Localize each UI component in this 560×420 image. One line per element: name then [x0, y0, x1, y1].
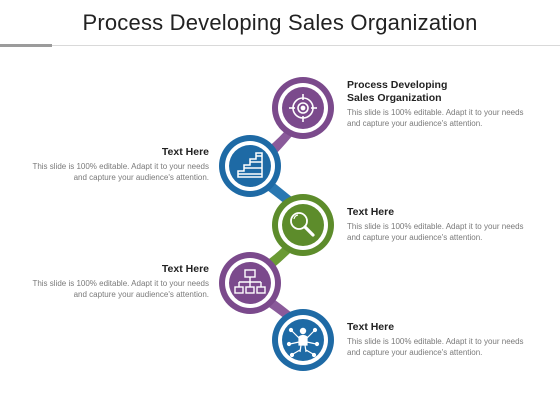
step-2-text: Text Here This slide is 100% editable. A… [24, 146, 209, 183]
title-accent-bar [0, 44, 52, 47]
magnifier-icon [290, 212, 315, 237]
step-1-text: Process Developing Sales Organization Th… [347, 79, 532, 129]
step-5-heading: Text Here [347, 321, 395, 333]
title-divider [0, 45, 560, 46]
target-icon [289, 94, 317, 122]
stairs-icon [237, 152, 263, 178]
network-person-icon [286, 327, 320, 358]
page-title: Process Developing Sales Organization [82, 10, 478, 35]
org-chart-icon [234, 269, 266, 294]
step-3-node [272, 194, 334, 256]
step-4-heading: Text Here [161, 263, 209, 275]
step-1-node [272, 77, 334, 139]
step-3-heading: Text Here [347, 206, 395, 218]
step-4-description: This slide is 100% editable. Adapt it to… [32, 279, 209, 299]
step-1-description: This slide is 100% editable. Adapt it to… [347, 108, 524, 128]
step-3-description: This slide is 100% editable. Adapt it to… [347, 222, 524, 242]
step-4-node [219, 252, 281, 314]
step-5-description: This slide is 100% editable. Adapt it to… [347, 337, 524, 357]
step-3-text: Text Here This slide is 100% editable. A… [347, 206, 532, 243]
step-2-description: This slide is 100% editable. Adapt it to… [32, 162, 209, 182]
step-5-node [272, 309, 334, 371]
step-5-text: Text Here This slide is 100% editable. A… [347, 321, 532, 358]
step-4-text: Text Here This slide is 100% editable. A… [24, 263, 209, 300]
step-2-node [219, 135, 281, 197]
step-1-heading: Process Developing Sales Organization [347, 79, 448, 104]
step-2-heading: Text Here [161, 146, 209, 158]
